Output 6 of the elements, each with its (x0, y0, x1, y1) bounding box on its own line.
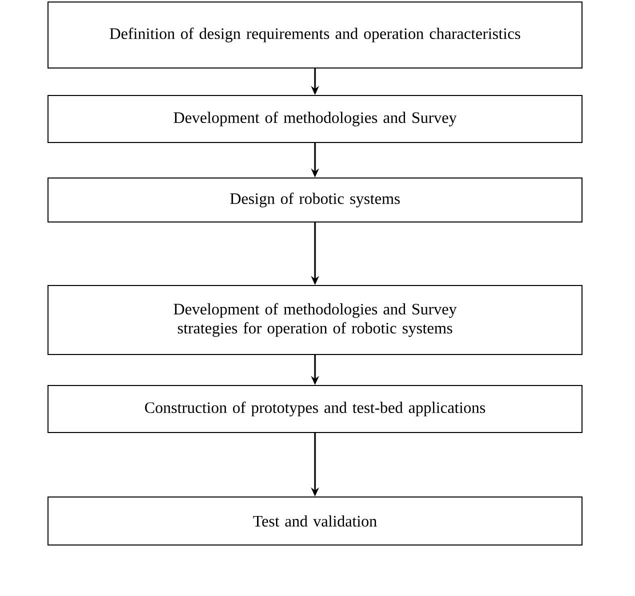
process-box: Test and validation (48, 496, 582, 546)
process-box: Development of methodologies and Survey strategies for operation of robotic systems (48, 285, 582, 355)
process-box: Development of methodologies and Survey (48, 95, 582, 143)
process-box: Design of robotic systems (48, 178, 582, 222)
process-box: Construction of prototypes and test-bed applications (48, 385, 582, 433)
process-box: Definition of design requirements and operation characteristics (48, 2, 582, 68)
